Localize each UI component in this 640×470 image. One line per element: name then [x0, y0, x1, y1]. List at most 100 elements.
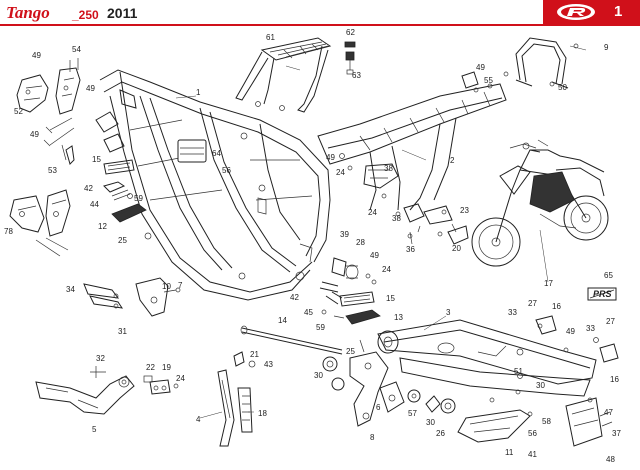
callout-27b: 27 [606, 317, 615, 326]
callout-14: 14 [278, 316, 287, 325]
callout-28: 28 [356, 238, 365, 247]
callout-5: 5 [92, 425, 97, 434]
callout-34: 34 [66, 285, 75, 294]
motorcycle-illustration-drawing [471, 139, 609, 267]
callout-33a: 33 [508, 308, 517, 317]
callout-26: 26 [436, 429, 445, 438]
callout-44: 44 [90, 200, 99, 209]
main-frame-drawing [95, 69, 331, 301]
callout-10: 10 [162, 282, 171, 291]
left-lower-brackets-drawing [83, 277, 181, 317]
pivot-bushings-drawing [319, 257, 377, 293]
callout-16b: 16 [610, 375, 619, 384]
shock-linkage-drawing [349, 339, 405, 427]
callout-7: 7 [178, 281, 183, 290]
callout-53: 53 [48, 166, 57, 175]
callout-56b: 56 [528, 429, 537, 438]
callout-55: 55 [484, 76, 493, 85]
callout-25b: 25 [346, 347, 355, 356]
callout-49f: 49 [370, 251, 379, 260]
callout-2: 2 [450, 156, 455, 165]
callout-38b: 38 [392, 214, 401, 223]
callout-11: 11 [505, 448, 514, 457]
chain-guide-drawing [457, 397, 533, 443]
callout-15a: 15 [92, 155, 101, 164]
small-hardware-drawing [143, 375, 179, 395]
callout-49c: 49 [30, 130, 39, 139]
callout-50: 50 [558, 83, 567, 92]
brake-pedal-drawing [35, 366, 135, 415]
chain-slider-drawing [565, 397, 613, 447]
header-background [0, 0, 640, 26]
callout-9: 9 [604, 43, 609, 52]
callout-38a: 38 [384, 164, 393, 173]
callout-49a: 49 [32, 51, 41, 60]
callout-16a: 16 [552, 302, 561, 311]
callout-31: 31 [118, 327, 127, 336]
linkage-bushings-drawing [322, 356, 456, 414]
callout-21: 21 [250, 350, 259, 359]
callout-27a: 27 [528, 299, 537, 308]
callout-22: 22 [146, 363, 155, 372]
callout-49d: 49 [476, 63, 485, 72]
callout-36: 36 [406, 245, 415, 254]
callout-3: 3 [446, 308, 451, 317]
rear-rack-drawing [235, 37, 332, 113]
callout-62: 62 [346, 28, 355, 37]
left-footpeg-drawing [103, 159, 152, 240]
callout-51: 51 [514, 367, 523, 376]
swingarm-axle-drawing [240, 325, 343, 355]
callout-78: 78 [4, 227, 13, 236]
prs-badge-label: PRS [593, 289, 612, 299]
callout-49e: 49 [326, 153, 335, 162]
model-brand: Tango [6, 3, 50, 22]
model-year: 2011 [107, 5, 138, 21]
callout-58: 58 [542, 417, 551, 426]
callout-63: 63 [352, 71, 361, 80]
callout-1: 1 [196, 88, 201, 97]
callout-19: 19 [162, 363, 171, 372]
callout-24c: 24 [336, 168, 345, 177]
callout-59a: 59 [134, 194, 143, 203]
callout-4: 4 [196, 415, 201, 424]
grab-rail-drawing [503, 37, 579, 89]
callout-30a: 30 [314, 371, 323, 380]
callout-17: 17 [544, 279, 553, 288]
callout-15b: 15 [386, 294, 395, 303]
callout-47: 47 [604, 408, 613, 417]
callout-6: 6 [376, 403, 381, 412]
callout-12: 12 [98, 222, 107, 231]
callout-59b: 59 [316, 323, 325, 332]
callout-42a: 42 [84, 184, 93, 193]
callout-32: 32 [96, 354, 105, 363]
header-bar: Tango _250 2011 1 [0, 0, 640, 26]
callout-25a: 25 [118, 236, 127, 245]
callout-labels: 1 2 3 4 5 6 7 8 9 10 11 12 13 14 15 15 1… [4, 28, 621, 464]
exploded-parts-diagram: PRS 1 2 3 4 5 6 7 8 9 10 11 12 13 14 15 … [4, 28, 621, 464]
callout-61: 61 [266, 33, 275, 42]
callout-48: 48 [606, 455, 615, 464]
callout-52: 52 [14, 107, 23, 116]
callout-8: 8 [370, 433, 375, 442]
callout-24a: 24 [176, 374, 185, 383]
callout-57: 57 [408, 409, 417, 418]
callout-45: 45 [304, 308, 313, 317]
callout-41: 41 [528, 450, 537, 459]
callout-13: 13 [394, 313, 403, 322]
callout-39: 39 [340, 230, 349, 239]
rear-subframe-drawing [317, 71, 507, 245]
prs-badge-drawing [587, 287, 617, 301]
callout-33b: 33 [586, 324, 595, 333]
left-upper-bracket-drawing [16, 58, 81, 165]
side-stand-drawing [217, 351, 256, 447]
swingarm-drawing [377, 315, 619, 397]
callout-49b: 49 [86, 84, 95, 93]
callout-56a: 56 [222, 166, 231, 175]
callout-30c: 30 [536, 381, 545, 390]
callout-24b: 24 [368, 208, 377, 217]
callout-30b: 30 [426, 418, 435, 427]
callout-42b: 42 [290, 293, 299, 302]
callout-64: 64 [212, 149, 221, 158]
callout-18: 18 [258, 409, 267, 418]
left-lower-bracket-drawing [9, 189, 71, 257]
